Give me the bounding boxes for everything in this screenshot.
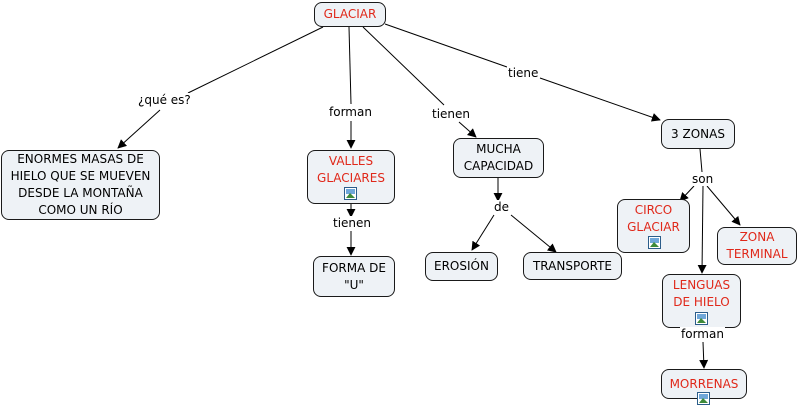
- edge-arrow: [697, 185, 707, 274]
- edge-arrow: [539, 77, 661, 122]
- concept-3-zonas[interactable]: 3 ZONAS: [661, 119, 735, 149]
- concept-label: MORRENAS: [669, 376, 739, 391]
- edge-arrow: [510, 214, 557, 253]
- image-icon[interactable]: [695, 312, 708, 325]
- concept-label: TRANSPORTE: [532, 258, 613, 273]
- image-icon[interactable]: [648, 236, 661, 249]
- concept-erosion[interactable]: EROSIÓN: [425, 252, 498, 281]
- concept-label: LENGUAS DE HIELO: [672, 278, 731, 309]
- image-icon[interactable]: [344, 187, 357, 200]
- link-tienen: tienen: [431, 107, 472, 121]
- edge-arrow: [117, 109, 161, 149]
- concept-label: GLACIAR: [323, 7, 377, 21]
- link-forman: forman: [328, 105, 373, 119]
- edge-arrow: [699, 341, 709, 369]
- concept-glaciar[interactable]: GLACIAR: [314, 2, 386, 27]
- link-son: son: [691, 172, 715, 186]
- edge-arrow: [458, 121, 477, 138]
- edge-arrow: [471, 214, 495, 251]
- concept-zona-terminal[interactable]: ZONA TERMINAL: [717, 227, 797, 265]
- concept-mucha-capacidad[interactable]: MUCHA CAPACIDAD: [453, 138, 544, 178]
- edge-line: [699, 148, 703, 173]
- link-forman-lenguas: forman: [680, 327, 725, 341]
- edge-arrow: [384, 23, 508, 68]
- image-icon[interactable]: [697, 392, 710, 405]
- concept-transporte[interactable]: TRANSPORTE: [523, 252, 622, 280]
- edge-line: [362, 26, 445, 106]
- link-tienen-valles: tienen: [332, 216, 373, 230]
- concept-circo-glaciar[interactable]: CIRCO GLACIAR: [617, 199, 690, 253]
- concept-valles-glaciares[interactable]: VALLES GLACIARES: [307, 150, 395, 204]
- concept-forma-u[interactable]: FORMA DE "U": [313, 256, 395, 297]
- link-tiene: tiene: [507, 66, 540, 80]
- link-de: de: [493, 200, 510, 214]
- edge-line: [348, 26, 352, 105]
- concept-label: VALLES GLACIARES: [317, 154, 385, 185]
- link-que-es: ¿qué es?: [137, 93, 192, 107]
- concept-enormes-masas[interactable]: ENORMES MASAS DE HIELO QUE SE MUEVEN DES…: [1, 150, 160, 220]
- concept-label: 3 ZONAS: [671, 126, 725, 141]
- edge-line: [187, 26, 324, 94]
- concept-lenguas-de-hielo[interactable]: LENGUAS DE HIELO: [662, 274, 741, 328]
- concept-label: ENORMES MASAS DE HIELO QUE SE MUEVEN DES…: [10, 152, 151, 217]
- concept-label: ZONA TERMINAL: [726, 230, 788, 261]
- concept-label: CIRCO GLACIAR: [627, 203, 680, 234]
- concept-label: FORMA DE "U": [322, 260, 386, 292]
- edge-arrow: [706, 185, 741, 226]
- concept-label: EROSIÓN: [434, 259, 489, 273]
- edge-arrow: [679, 185, 695, 202]
- concept-label: MUCHA CAPACIDAD: [463, 142, 534, 173]
